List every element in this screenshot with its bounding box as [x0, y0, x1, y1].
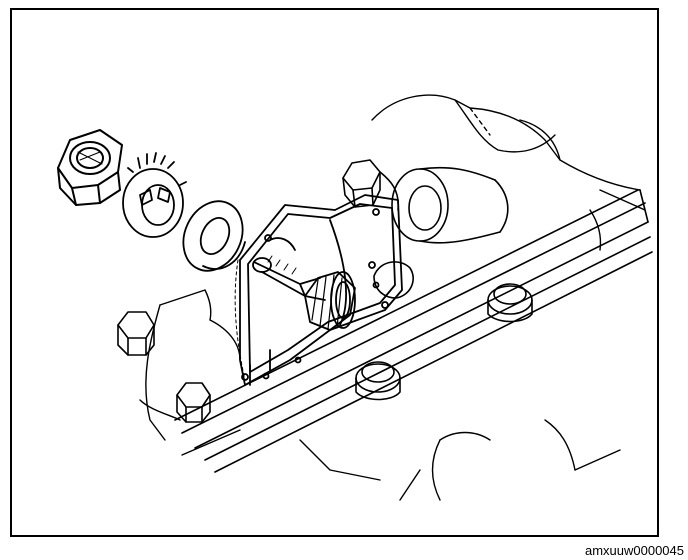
- flange-boss-right: [487, 283, 533, 323]
- manual-shaft: [252, 255, 326, 301]
- threaded-shaft-collar: [304, 271, 356, 331]
- housing-bolt-bottom: [176, 382, 211, 423]
- tab-lock-washer: [122, 152, 187, 238]
- figure-frame: [10, 8, 659, 537]
- park-neutral-switch: [239, 194, 403, 386]
- gasket-outline: [234, 259, 246, 381]
- housing-flange-rail: [174, 189, 653, 473]
- figure-id-label: amxuuw0000045: [584, 543, 684, 558]
- transmission-housing: [139, 94, 646, 501]
- housing-cylinder-boss: [391, 166, 509, 244]
- switch-lock-tab: [373, 261, 414, 299]
- flat-washer: [182, 200, 246, 272]
- housing-bolt-lower-left: [117, 311, 155, 356]
- flange-boss-left: [355, 361, 401, 401]
- hex-nut: [57, 129, 123, 206]
- switch-mounting-bolt: [342, 159, 400, 211]
